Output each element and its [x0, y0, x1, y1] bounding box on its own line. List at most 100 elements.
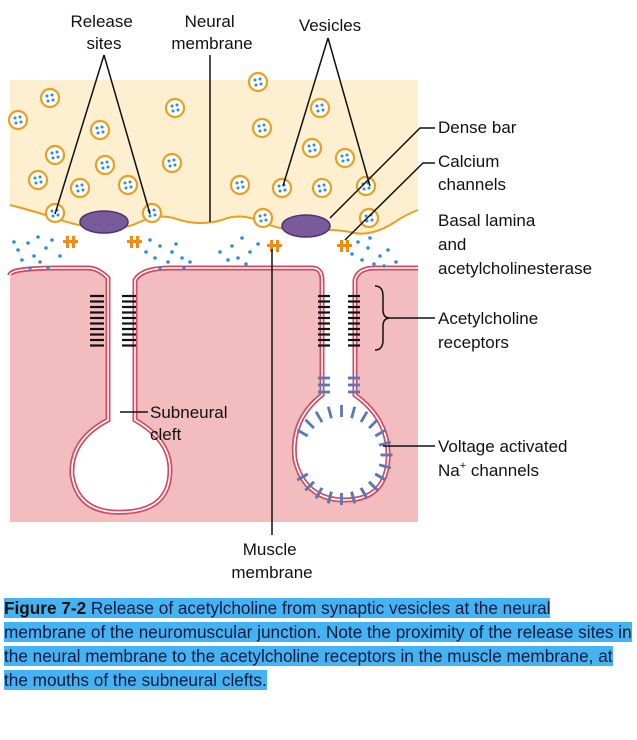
acetylcholine-dot	[236, 256, 240, 260]
figure-caption: Figure 7-2 Release of acetylcholine from…	[4, 596, 634, 692]
nerve-terminal	[10, 80, 418, 234]
vesicle	[117, 174, 139, 196]
acetylcholine-dot	[158, 266, 162, 270]
calcium-channel	[127, 236, 142, 248]
na-channel-mark	[378, 440, 392, 447]
acetylcholine-dot	[394, 260, 398, 264]
acetylcholine-receptors	[90, 294, 360, 347]
caption-label: Figure 7-2	[4, 598, 87, 618]
acetylcholine-dot	[188, 260, 192, 264]
label-neural-membrane: Neural membrane	[171, 12, 252, 53]
vesicle	[229, 174, 251, 196]
caption-text: Release of acetylcholine from synaptic v…	[4, 598, 632, 690]
vesicles	[7, 71, 380, 229]
vesicle	[355, 175, 377, 197]
acetylcholine-dots	[12, 235, 398, 270]
acetylcholine-dot	[16, 248, 20, 252]
vesicle	[358, 207, 380, 229]
acetylcholine-dot	[256, 242, 260, 246]
vesicle	[247, 71, 269, 93]
acetylcholine-dot	[386, 248, 390, 252]
vesicle	[39, 87, 61, 109]
vesicle	[311, 177, 333, 199]
label-basal-lamina: Basal lamina and acetylcholinesterase	[438, 211, 592, 278]
calcium-channel	[337, 240, 352, 252]
vesicle	[164, 97, 186, 119]
acetylcholine-dot	[382, 264, 386, 268]
acetylcholine-dot	[36, 235, 40, 239]
acetylcholine-dot	[44, 246, 48, 250]
acetylcholine-dot	[144, 250, 148, 254]
voltage-na-channels	[296, 376, 393, 505]
muscle-fiber	[10, 268, 418, 522]
na-channel-mark	[378, 463, 392, 470]
label-vesicles: Vesicles	[299, 16, 361, 35]
acetylcholine-dot	[182, 266, 186, 270]
vesicle	[309, 97, 331, 119]
acetylcholine-dot	[372, 262, 376, 266]
acetylcholine-dot	[153, 256, 157, 260]
acetylcholine-dot	[366, 246, 370, 250]
acetylcholine-dot	[158, 244, 162, 248]
vesicle	[44, 144, 66, 166]
acetylcholine-dot	[350, 252, 354, 256]
vesicle	[161, 152, 183, 174]
na-channel-mark	[374, 472, 387, 482]
na-channel-mark	[350, 491, 357, 504]
acetylcholine-dot	[218, 250, 222, 254]
na-channel-mark	[314, 410, 324, 423]
acetylcholine-dot	[20, 258, 24, 262]
vesicle	[7, 109, 29, 131]
acetylcholine-dot	[32, 254, 36, 258]
na-channel-mark	[359, 410, 369, 423]
na-channel-mark	[296, 472, 309, 482]
vesicle	[89, 119, 111, 141]
na-channel-mark	[314, 487, 324, 500]
na-channel-mark	[359, 487, 369, 500]
vesicle	[271, 177, 293, 199]
acetylcholine-dot	[50, 238, 54, 242]
calcium-channel	[267, 240, 282, 252]
neuromuscular-junction-diagram: Release sites Neural membrane Vesicles D…	[7, 12, 592, 582]
na-channel-mark	[296, 428, 309, 438]
na-channel-mark	[368, 418, 379, 430]
vesicle	[252, 207, 274, 229]
acetylcholine-dot	[46, 266, 50, 270]
vesicle	[334, 147, 356, 169]
na-channel-mark	[326, 491, 333, 504]
acetylcholine-dot	[180, 256, 184, 260]
acetylcholine-dot	[166, 260, 170, 264]
label-release-sites: Release sites	[70, 12, 137, 53]
acetylcholine-dot	[356, 240, 360, 244]
acetylcholine-dot	[148, 238, 152, 242]
dense-bar-left	[79, 210, 129, 234]
na-channel-mark	[304, 418, 315, 430]
vesicle	[27, 169, 49, 191]
acetylcholine-dot	[360, 258, 364, 262]
acetylcholine-dot	[174, 242, 178, 246]
acetylcholine-dot	[240, 236, 244, 240]
acetylcholine-dot	[248, 250, 252, 254]
vesicle	[69, 177, 91, 199]
label-calcium-channels: Calcium channels	[438, 152, 506, 194]
acetylcholine-dot	[38, 260, 42, 264]
na-channel-mark	[304, 480, 315, 492]
na-channel-mark	[368, 480, 379, 492]
acetylcholine-dot	[28, 266, 32, 270]
na-channel-mark	[374, 428, 387, 438]
subneural-cleft-right	[299, 280, 384, 494]
label-muscle-membrane: Muscle membrane	[231, 540, 312, 582]
acetylcholine-dot	[378, 254, 382, 258]
acetylcholine-dot	[244, 262, 248, 266]
acetylcholine-dot	[230, 244, 234, 248]
label-dense-bar: Dense bar	[438, 118, 517, 137]
acetylcholine-dot	[58, 254, 62, 258]
vesicle	[141, 202, 163, 224]
na-channel-mark	[326, 406, 333, 419]
vesicle	[301, 137, 323, 159]
acetylcholine-dot	[170, 250, 174, 254]
acetylcholine-dot	[368, 236, 372, 240]
label-acetylcholine-receptors: Acetylcholine receptors	[438, 309, 543, 352]
vesicle	[94, 154, 116, 176]
calcium-channel	[63, 236, 78, 248]
